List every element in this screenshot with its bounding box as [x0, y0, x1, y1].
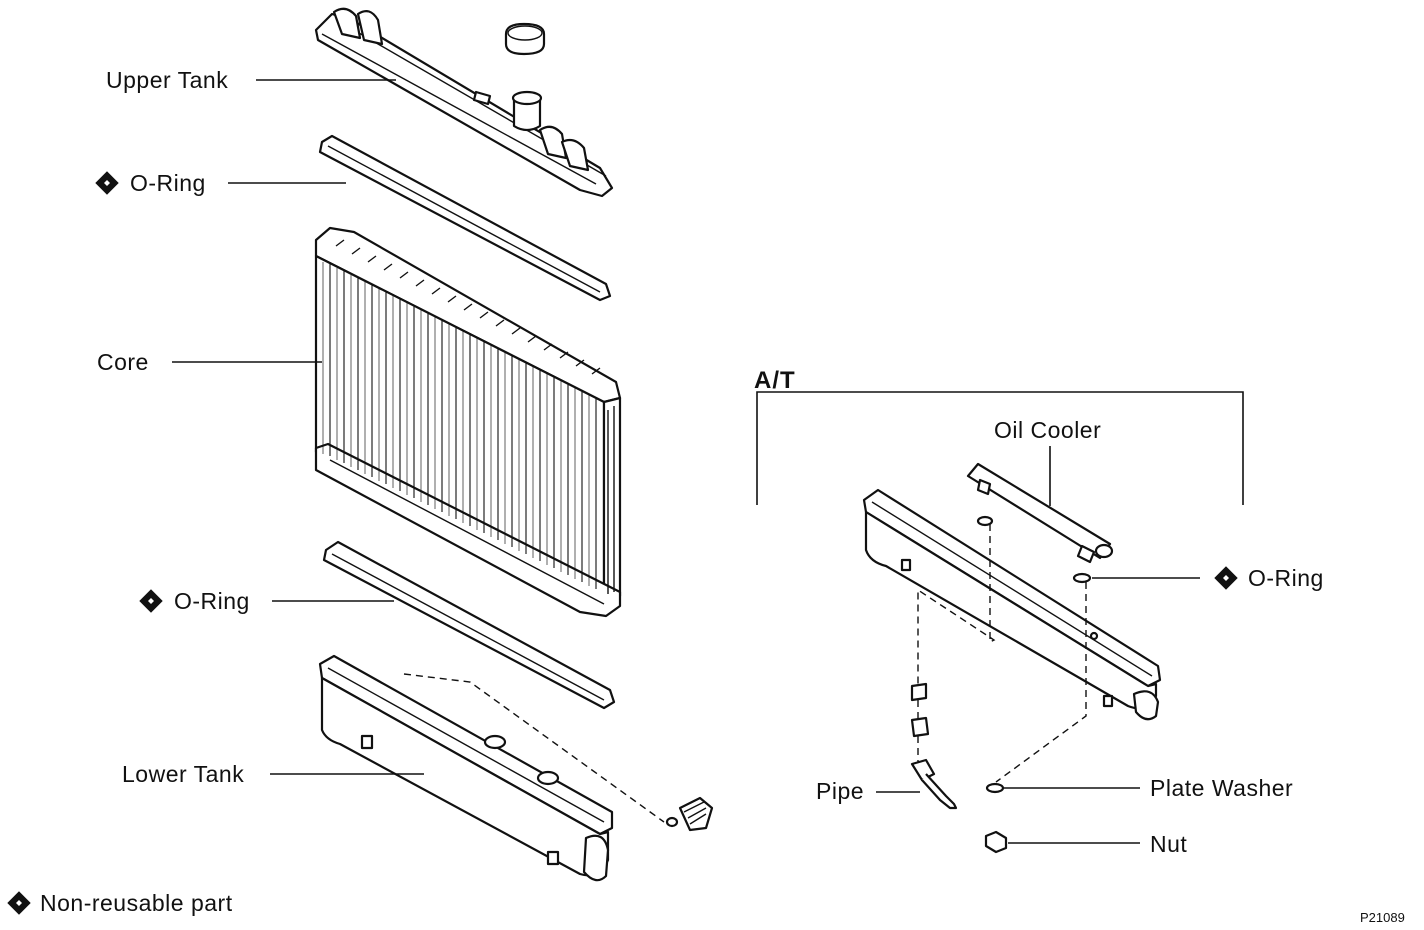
at-nut-part	[984, 830, 1008, 854]
at-o-ring-part	[976, 515, 1092, 584]
upper-tank-part	[314, 7, 614, 198]
non-reusable-marker-at-o-ring	[1214, 566, 1238, 590]
leader-lines	[172, 79, 1200, 844]
oil-cooler-part	[966, 462, 1114, 564]
lower-o-ring-part	[322, 540, 616, 710]
drain-cock-part	[665, 796, 714, 832]
core-top-teeth	[335, 239, 601, 375]
core-part	[314, 226, 622, 618]
non-reusable-marker-upper-o-ring	[95, 171, 119, 195]
at-plate-washer-part	[985, 782, 1005, 794]
label-o-ring-upper: O-Ring	[130, 170, 206, 196]
label-pipe: Pipe	[816, 778, 864, 804]
at-bracket	[756, 391, 1244, 505]
label-oil-cooler: Oil Cooler	[994, 417, 1101, 443]
label-at-title: A/T	[754, 367, 796, 394]
label-upper-tank: Upper Tank	[106, 67, 228, 93]
label-o-ring-lower: O-Ring	[174, 588, 250, 614]
legend-non-reusable-text: Non-reusable part	[40, 890, 233, 916]
figure-code: P21089	[1360, 910, 1405, 925]
at-pipe-fittings	[910, 682, 958, 810]
label-nut: Nut	[1150, 831, 1187, 857]
core-fins	[322, 262, 597, 589]
label-plate-washer: Plate Washer	[1150, 775, 1293, 801]
non-reusable-marker-lower-o-ring	[139, 589, 163, 613]
label-lower-tank: Lower Tank	[122, 761, 244, 787]
label-core: Core	[97, 349, 149, 375]
radiator-cap-part	[504, 22, 546, 56]
label-o-ring-at: O-Ring	[1248, 565, 1324, 591]
lower-tank-part	[318, 654, 614, 882]
legend-diamond-icon	[7, 891, 31, 915]
upper-o-ring-part	[318, 134, 612, 302]
at-lower-tank-part	[862, 488, 1162, 721]
